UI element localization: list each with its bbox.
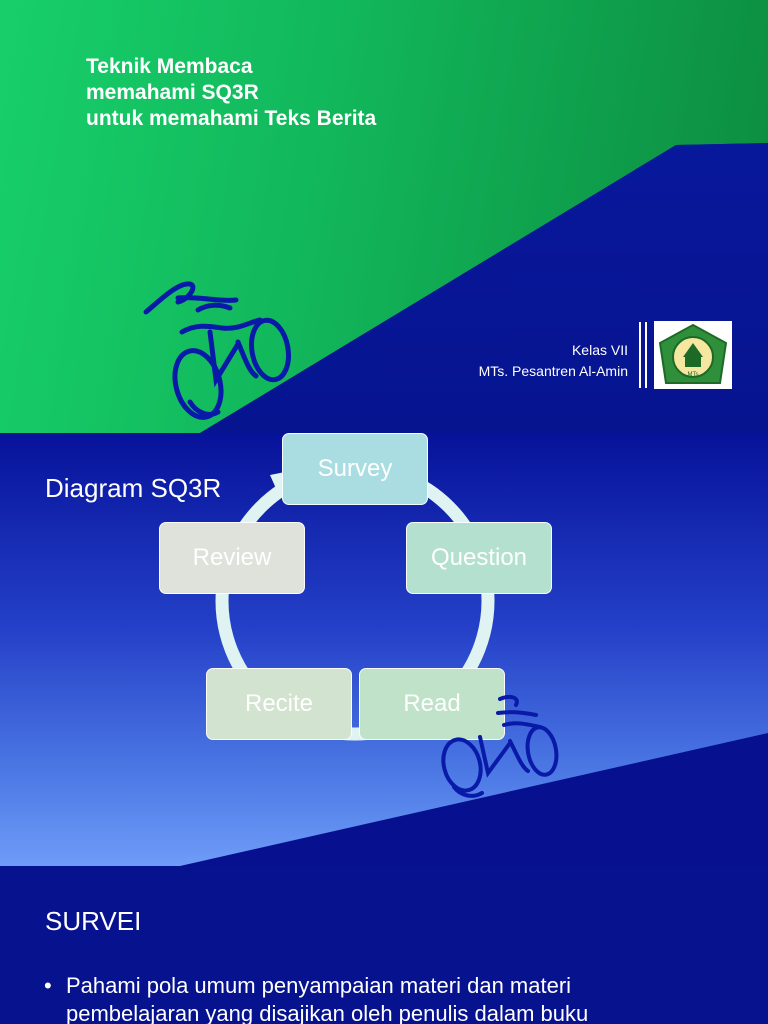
cycle-node-read: Read — [359, 668, 505, 740]
slide-title: Teknik Membaca memahami SQ3R untuk memah… — [86, 54, 376, 132]
title-line-1: Teknik Membaca — [86, 55, 253, 78]
section-title: SURVEI — [45, 906, 142, 936]
logo-caption: MTs — [688, 372, 699, 378]
subtitle-school: MTs. Pesantren Al-Amin — [478, 363, 628, 379]
bullet-symbol: • — [44, 973, 52, 998]
cycle-node-question: Question — [406, 522, 552, 594]
diagram-title: Diagram SQ3R — [45, 473, 222, 503]
school-logo-icon: MTs — [658, 323, 728, 384]
subtitle-class: Kelas VII — [571, 342, 628, 358]
title-line-2: memahami SQ3R — [86, 81, 259, 104]
cycle-node-review: Review — [159, 522, 305, 594]
vertical-divider — [639, 322, 647, 388]
title-slide: Teknik Membaca memahami SQ3R untuk memah… — [0, 0, 768, 433]
cyclist-icon — [441, 695, 559, 798]
cycle-node-recite: Recite — [206, 668, 352, 740]
title-line-3: untuk memahami Teks Berita — [86, 107, 377, 130]
cyclist-icon — [143, 281, 291, 420]
bullet-text: Pahami pola umum penyampaian materi dan … — [66, 973, 589, 1024]
subtitle: Kelas VII MTs. Pesantren Al-Amin — [479, 340, 628, 382]
cycle-node-survey: Survey — [282, 433, 428, 505]
school-logo: MTs — [654, 321, 732, 389]
content-slide: SURVEI • Pahami pola umum penyampaian ma… — [0, 866, 768, 1024]
diagram-slide: Diagram SQ3R Survey Question Read Recite… — [0, 433, 768, 866]
